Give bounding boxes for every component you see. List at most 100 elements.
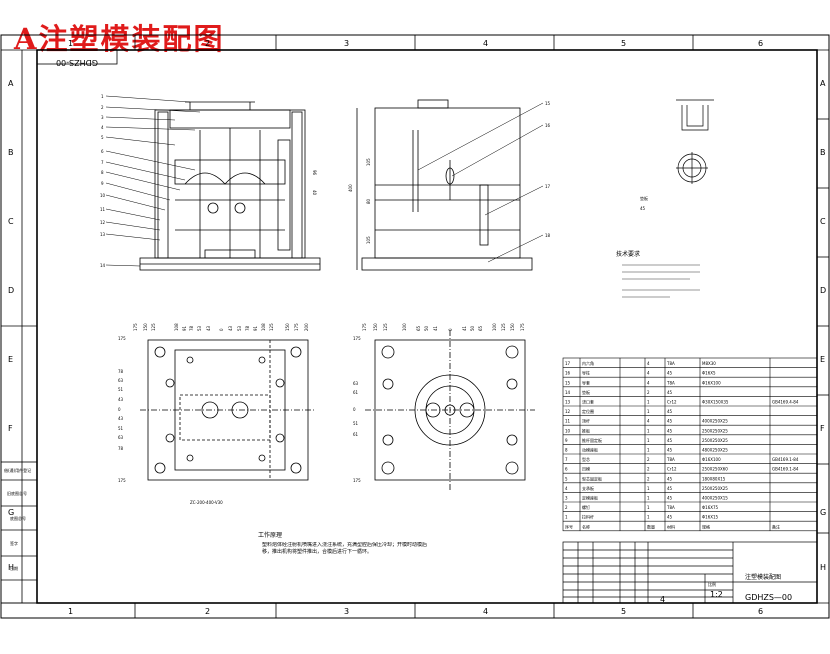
svg-text:150: 150 (510, 323, 515, 331)
svg-text:43: 43 (118, 397, 124, 402)
svg-text:78: 78 (118, 369, 124, 374)
row-separators (1, 118, 829, 534)
bom-cell: T8A (666, 505, 675, 510)
bom-cell: 浇口套 (582, 399, 594, 405)
svg-text:53: 53 (197, 325, 202, 331)
bom-cell: 1 (647, 486, 650, 491)
row-label: G (8, 508, 14, 517)
bom-header-cell: 数量 (647, 523, 655, 529)
bom-cell: 2 (647, 467, 650, 472)
svg-text:150: 150 (373, 323, 378, 331)
svg-text:53: 53 (237, 325, 242, 331)
plate-left-side-dims: 175 78 63 51 43 0 43 51 63 78 175 (118, 336, 126, 483)
svg-text:108: 108 (174, 323, 179, 331)
bom-header-cell: 序号 (565, 523, 573, 529)
bom-cell: 8 (565, 448, 568, 453)
svg-text:175: 175 (353, 336, 361, 341)
row-label: H (8, 563, 14, 572)
bom-cell: Φ16X100 (702, 457, 721, 462)
title-drawing-number: GDHZS—00 (745, 593, 792, 602)
svg-text:17: 17 (545, 184, 551, 189)
bom-cell: 1 (647, 448, 650, 453)
svg-text:150: 150 (285, 323, 290, 331)
bom-cell: Cr12 (667, 400, 677, 405)
svg-text:65: 65 (478, 325, 483, 331)
bom-cell: 2 (647, 476, 650, 481)
svg-text:100: 100 (492, 323, 497, 331)
svg-text:43: 43 (118, 416, 124, 421)
col-label: 6 (758, 607, 763, 616)
svg-text:41: 41 (462, 325, 467, 331)
col-label: 4 (483, 607, 488, 616)
column-labels-bottom: 1 2 3 4 5 6 (68, 607, 763, 616)
svg-text:日期: 日期 (10, 565, 18, 571)
svg-text:150: 150 (143, 323, 148, 331)
bom-cell: 顶杆 (582, 418, 590, 424)
row-labels-left: A B C D E F G H (8, 79, 14, 572)
bom-cell: 13 (565, 400, 571, 405)
svg-text:5: 5 (101, 135, 104, 140)
svg-text:200: 200 (304, 323, 309, 331)
svg-text:175: 175 (362, 323, 367, 331)
plate-right-top-dims: 175 150 125 100 65 50 41 0 41 50 65 100 … (362, 323, 525, 331)
bom-cell: 定位圈 (582, 408, 594, 414)
svg-text:100: 100 (402, 323, 407, 331)
side-view-dims: 400 105 80 105 (348, 158, 371, 244)
bom-cell: 6 (565, 467, 568, 472)
svg-text:63: 63 (118, 378, 124, 383)
bom-cell: 250X250X25 (702, 486, 728, 491)
svg-text:9: 9 (101, 181, 104, 186)
bom-cell: 推板 (582, 427, 590, 433)
bom-cell: 2 (647, 390, 650, 395)
row-label: B (8, 148, 14, 157)
part-detail (676, 99, 714, 184)
bom-header-cell: 备注 (772, 523, 780, 529)
row-label: F (8, 424, 13, 433)
bom-cell: 3 (565, 496, 568, 501)
row-label: C (8, 217, 14, 226)
bom-cell: 垫板 (582, 389, 590, 395)
sheet-count: 4 (660, 595, 665, 604)
svg-text:51: 51 (353, 421, 359, 426)
bom-cell: 250X250X25 (702, 428, 728, 433)
bom-cell: 45 (667, 448, 673, 453)
svg-text:6: 6 (101, 149, 104, 154)
svg-text:80: 80 (366, 198, 371, 204)
work-principle-text-wrap: 塑料熔体经注射机喷嘴进入浇注系统，充满型腔后保压冷却；开模时动模后移，推出机构将… (262, 542, 428, 555)
svg-text:0: 0 (353, 407, 356, 412)
svg-text:105: 105 (366, 236, 371, 244)
svg-text:41: 41 (433, 325, 438, 331)
svg-text:43: 43 (206, 325, 211, 331)
bom-cell: T8A (666, 361, 675, 366)
bom-cell: 1 (647, 400, 650, 405)
bom-cell: 45 (667, 476, 673, 481)
svg-text:125: 125 (501, 323, 506, 331)
bom-table-grid (562, 357, 818, 532)
bom-cell: 45 (667, 496, 673, 501)
side-view-callouts: 15 16 17 18 (545, 101, 551, 238)
bom-cell: 480X250X25 (702, 448, 728, 453)
svg-text:0: 0 (448, 328, 453, 331)
title-block-name: 注塑模装配图 (745, 573, 781, 581)
svg-text:15: 15 (545, 101, 551, 106)
svg-text:63: 63 (118, 435, 124, 440)
bom-cell: 45 (667, 428, 673, 433)
svg-text:175: 175 (294, 323, 299, 331)
row-label: C (820, 217, 826, 226)
row-label: F (820, 424, 825, 433)
bom-cell: 1 (647, 505, 650, 510)
work-principle-text: 塑料熔体经注射机喷嘴进入浇注系统，充满型腔后保压冷却；开模时动模后移，推出机构将… (262, 542, 428, 555)
top-view-callouts: 1 2 3 4 5 6 7 8 9 10 11 12 13 14 (100, 94, 106, 268)
bom-cell: T8A (666, 380, 675, 385)
svg-text:3: 3 (101, 115, 104, 120)
svg-text:底图总号: 底图总号 (10, 515, 26, 521)
svg-text:175: 175 (118, 336, 126, 341)
side-view (356, 99, 533, 271)
col-label: 5 (621, 39, 626, 48)
svg-text:175: 175 (520, 323, 525, 331)
bom-cell: 400X250X15 (702, 496, 728, 501)
col-label: 3 (344, 607, 349, 616)
tech-req-title: 技术要求 (616, 250, 640, 258)
bom-cell: 45 (667, 409, 673, 414)
